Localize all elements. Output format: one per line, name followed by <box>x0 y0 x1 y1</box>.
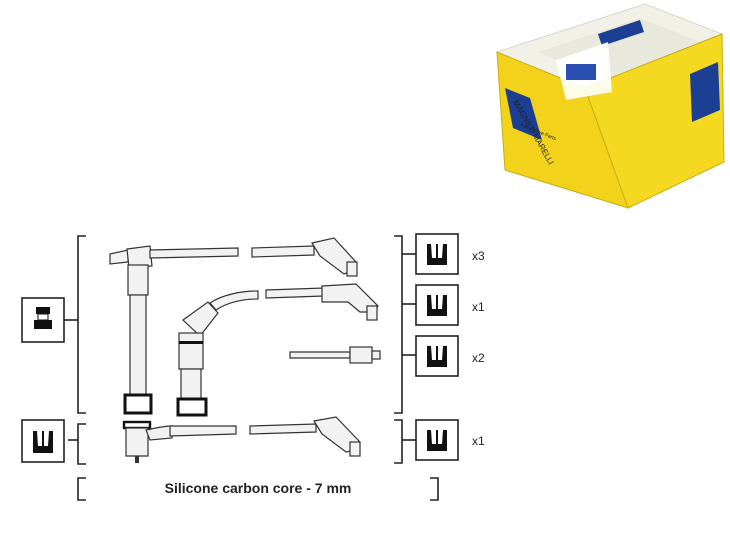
ignition-lead-1 <box>109 237 358 415</box>
plug-terminal-icon <box>427 346 447 367</box>
caption-bracket <box>77 477 439 501</box>
quantity-label: x3 <box>472 249 485 263</box>
quantity-label: x1 <box>472 434 485 448</box>
plug-terminal-icon <box>21 419 65 463</box>
right-bracket-lower <box>394 419 416 464</box>
quantity-label: x1 <box>472 300 485 314</box>
ignition-lead-2 <box>176 283 379 417</box>
left-bracket-lower <box>68 423 86 465</box>
coil-connector-icon <box>21 297 65 343</box>
caption-text: Silicone carbon core - 7 mm <box>165 480 352 496</box>
group-1: x3 <box>415 233 485 275</box>
product-box-image: MAGNETI MARELLI Automotive Parts <box>495 3 725 209</box>
plug-terminal-icon <box>427 295 447 316</box>
group-2: x1 <box>415 284 485 326</box>
quantity-label: x2 <box>472 351 485 365</box>
left-bracket-main <box>64 235 86 414</box>
group-4: x1 <box>415 419 485 461</box>
group-3: x2 <box>415 335 485 377</box>
ignition-lead-3 <box>289 346 381 364</box>
right-bracket-main <box>394 235 416 414</box>
ignition-lead-4 <box>122 416 361 463</box>
plug-terminal-icon <box>427 244 447 265</box>
plug-terminal-icon <box>427 430 447 451</box>
